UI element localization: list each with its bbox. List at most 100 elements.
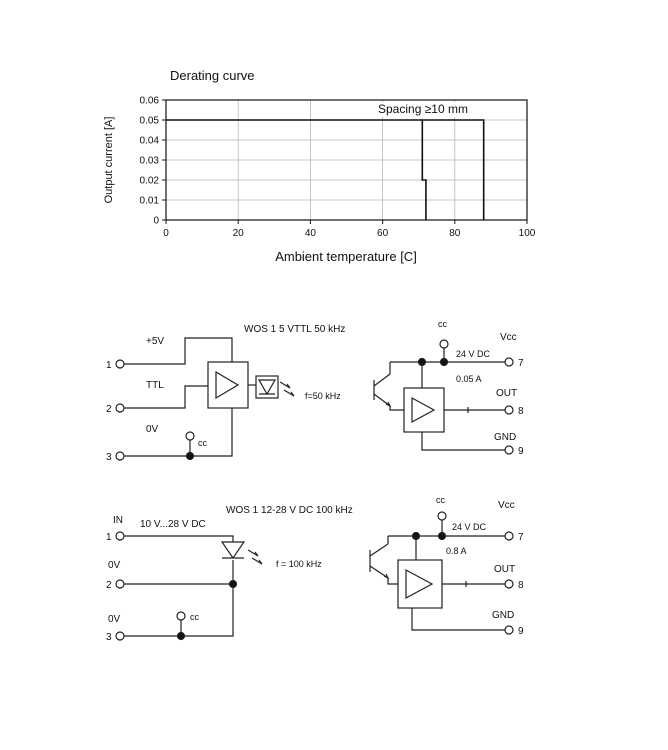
gnd-label: GND (492, 610, 514, 621)
cc-top-terminal (437, 511, 447, 521)
cc-left-terminal (176, 611, 186, 621)
y-tick-label: 0.03 (140, 156, 160, 167)
junction-dot (176, 631, 186, 641)
chart-annotation: Spacing ≥10 mm (378, 102, 468, 116)
freq-label: f = 100 kHz (276, 559, 322, 569)
pin-8-label: 8 (518, 406, 524, 417)
supply-label: 24 V DC (452, 522, 487, 532)
wire-gnd (421, 432, 505, 451)
wire-gnd (411, 608, 505, 631)
junction-dot (228, 579, 238, 589)
output-amplifier-box (403, 387, 445, 433)
vcc-label: Vcc (498, 500, 515, 511)
supply-label: 24 V DC (456, 349, 491, 359)
y-tick-label: 0.02 (140, 176, 160, 187)
cc-top-label: cc (436, 495, 446, 505)
wire-out (442, 581, 505, 587)
pin-9-label: 9 (518, 626, 524, 637)
driver-amplifier-box (207, 361, 249, 409)
in-0v-label: 0V (146, 424, 159, 435)
in-0v-b-label: 0V (108, 614, 121, 625)
y-axis-label: Output current [A] (103, 117, 115, 204)
output-amplifier-icon (411, 396, 436, 424)
junction-dot (185, 451, 195, 461)
pin-1-label: 1 (106, 532, 112, 543)
wire-transistor (389, 362, 404, 411)
circuit2-title: WOS 1 12-28 V DC 100 kHz (226, 505, 353, 516)
pin-2-label: 2 (106, 404, 112, 415)
pin-1-label: 1 (106, 360, 112, 371)
in-label: IN (113, 515, 123, 526)
cc-left-label: cc (190, 612, 200, 622)
led-icon (257, 379, 277, 396)
in-0v-a-label: 0V (108, 560, 121, 571)
y-tick-label: 0.05 (140, 116, 160, 127)
out-label: OUT (494, 564, 515, 575)
pin-3-label: 3 (106, 632, 112, 643)
pin-7-terminal (504, 357, 514, 367)
cc-top-label: cc (438, 319, 448, 329)
x-tick-label: 100 (519, 228, 536, 239)
phototransistor-icon (369, 543, 389, 579)
output-amplifier-box (397, 559, 443, 609)
pin-2-label: 2 (106, 580, 112, 591)
cc-left-label: cc (198, 438, 208, 448)
pin-9-label: 9 (518, 446, 524, 457)
emitter-arrow (383, 573, 390, 580)
series-line-1 (166, 119, 427, 220)
chart-title: Derating curve (170, 68, 255, 83)
wire-ttl (124, 385, 208, 409)
pin-1-terminal (115, 359, 125, 369)
pin-9-terminal (504, 445, 514, 455)
circuit-2: WOS 1 12-28 V DC 100 kHz 1 2 3 IN 10 V..… (106, 495, 524, 643)
pin-8-label: 8 (518, 580, 524, 591)
wire-0v-b (124, 560, 234, 637)
y-tick-label: 0.04 (140, 136, 160, 147)
led-box (255, 375, 279, 399)
cc-left-terminal (185, 431, 195, 441)
x-axis-label: Ambient temperature [C] (275, 249, 417, 264)
pin-7-label: 7 (518, 358, 524, 369)
in-ttl-label: TTL (146, 380, 164, 391)
cc-top-terminal (439, 339, 449, 349)
wire-0v (124, 408, 233, 457)
x-tick-label: 60 (377, 228, 389, 239)
circuit-1: WOS 1 5 VTTL 50 kHz 1 2 3 +5V TTL 0V cc … (106, 319, 524, 463)
phototransistor-icon (373, 373, 391, 407)
emitter-arrow (385, 401, 392, 408)
chart-series (166, 119, 485, 220)
pin-8-terminal (504, 405, 514, 415)
pin-7-label: 7 (518, 532, 524, 543)
pin-1-terminal (115, 531, 125, 541)
wire-out (444, 407, 505, 413)
wire-transistor (387, 536, 398, 585)
pin-3-terminal (115, 451, 125, 461)
current-label: 0.8 A (446, 546, 467, 556)
wire-in (124, 535, 234, 542)
pin-8-terminal (504, 579, 514, 589)
x-tick-label: 80 (449, 228, 461, 239)
y-tick-label: 0 (153, 216, 159, 227)
y-tick-label: 0.01 (140, 196, 160, 207)
output-amplifier-icon (405, 568, 434, 600)
annotation-bg (375, 102, 525, 117)
light-arrows-icon (279, 381, 295, 397)
x-tick-label: 40 (305, 228, 317, 239)
gnd-label: GND (494, 432, 516, 443)
pin-2-terminal (115, 403, 125, 413)
pin-7-terminal (504, 531, 514, 541)
pin-2-terminal (115, 579, 125, 589)
in-range-label: 10 V...28 V DC (140, 519, 206, 530)
vcc-label: Vcc (500, 332, 517, 343)
pin-3-terminal (115, 631, 125, 641)
freq-label: f=50 kHz (305, 391, 341, 401)
current-label: 0.05 A (456, 374, 482, 384)
y-tick-label: 0.06 (140, 96, 160, 107)
out-label: OUT (496, 388, 517, 399)
pin-9-terminal (504, 625, 514, 635)
led-icon (220, 541, 246, 560)
arrow-heads (254, 551, 263, 565)
circuit1-title: WOS 1 5 VTTL 50 kHz (244, 324, 345, 335)
